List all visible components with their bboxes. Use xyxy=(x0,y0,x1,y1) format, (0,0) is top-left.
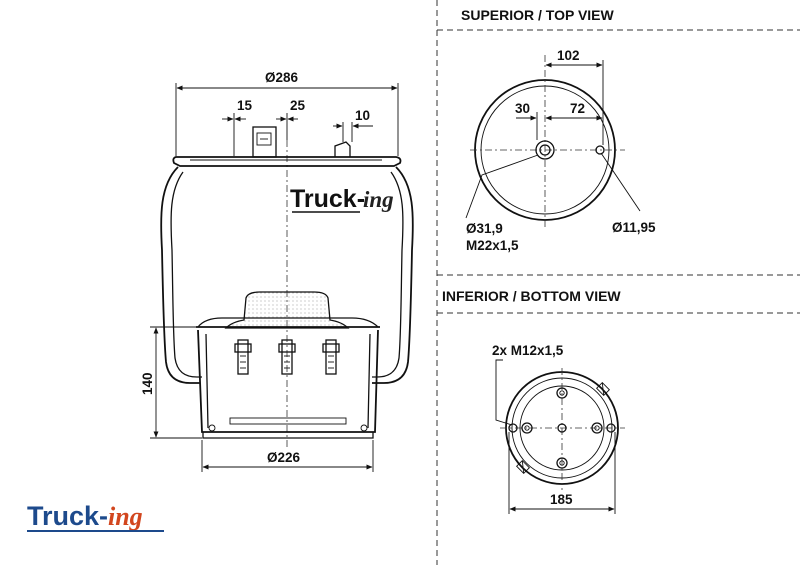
air-port xyxy=(595,145,605,155)
mount-hole-right xyxy=(606,423,616,433)
svg-text:ing: ing xyxy=(108,502,143,531)
dim-102: 102 xyxy=(557,48,580,63)
top-view-header: SUPERIOR / TOP VIEW xyxy=(461,7,615,23)
watermark-logo: Truck- ing xyxy=(290,185,394,213)
air-fitting xyxy=(334,141,351,157)
piston-body xyxy=(197,329,379,433)
dim-30: 30 xyxy=(515,101,530,116)
bottom-bolts xyxy=(234,339,340,375)
dim-10: 10 xyxy=(355,108,370,123)
dim-15: 15 xyxy=(237,98,253,113)
dim-25: 25 xyxy=(290,98,306,113)
top-view: 102 30 72 Ø31,9 M22x1,5 Ø11,95 xyxy=(465,48,656,253)
dim-72: 72 xyxy=(570,101,585,116)
bottom-view-header: INFERIOR / BOTTOM VIEW xyxy=(442,288,621,304)
svg-text:ing: ing xyxy=(363,187,394,212)
bottom-view: 2x M12x1,5 185 xyxy=(492,343,625,514)
view-separators xyxy=(436,0,800,565)
dim-dia-226: Ø226 xyxy=(267,450,301,465)
bump-stop xyxy=(224,291,350,329)
dim-dia-286: Ø286 xyxy=(265,70,299,85)
bellow-outer-left xyxy=(160,166,200,384)
brand-logo: Truck- ing xyxy=(27,501,164,532)
dim-dia-11-95: Ø11,95 xyxy=(612,220,656,235)
svg-text:Truck-: Truck- xyxy=(290,185,365,213)
bellow-outer-right xyxy=(372,166,414,384)
svg-text:Truck-: Truck- xyxy=(27,501,108,531)
thread-m12: 2x M12x1,5 xyxy=(492,343,564,358)
center-port xyxy=(535,140,555,160)
dim-dia-31-9: Ø31,9 xyxy=(466,221,503,236)
dim-140: 140 xyxy=(140,372,155,395)
dim-185: 185 xyxy=(550,492,573,507)
mount-hole-left xyxy=(508,423,518,433)
top-plate xyxy=(172,156,402,167)
side-view: Ø286 15 25 10 140 Ø226 Truck- ing xyxy=(140,70,414,472)
top-center-stud xyxy=(252,126,277,158)
thread-m22: M22x1,5 xyxy=(466,238,519,253)
